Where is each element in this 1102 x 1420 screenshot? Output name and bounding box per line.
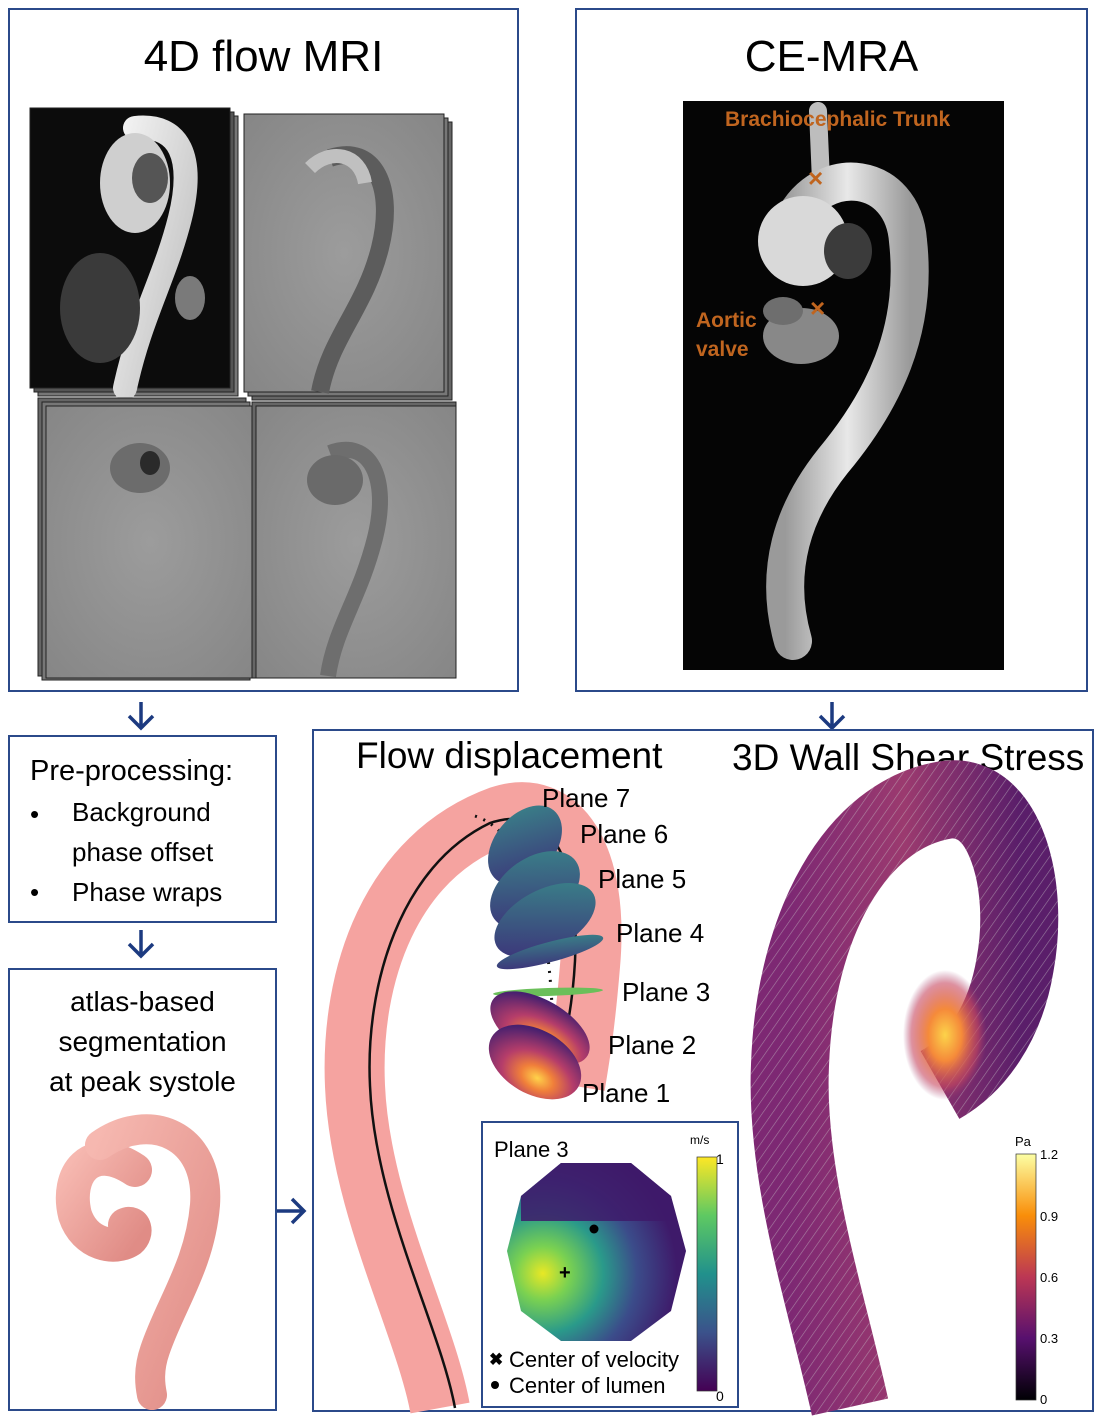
- legend-cross-icon: ✖: [489, 1350, 503, 1369]
- ce-mra-title: CE-MRA: [744, 32, 919, 81]
- wss-tick-1: 1.2: [1040, 1147, 1059, 1162]
- wss-tick-3: 0.6: [1040, 1270, 1059, 1285]
- valve-label-line2: valve: [696, 338, 749, 361]
- arrow-down-3: [127, 930, 155, 959]
- wss-tick-2: 0.9: [1040, 1209, 1059, 1224]
- aorta-centerline: [368, 817, 577, 1409]
- segmentation-line2: segmentation: [58, 1026, 227, 1057]
- valve-marker: ×: [810, 293, 825, 323]
- plane-1-label: Plane 1: [582, 1078, 671, 1108]
- plane-6-label: Plane 6: [580, 819, 669, 849]
- plane-4-disc: [496, 934, 604, 970]
- legend-velocity: Center of velocity: [509, 1347, 679, 1372]
- legend-dot-icon: [491, 1381, 499, 1389]
- bullet-1-line1: Background: [72, 797, 211, 827]
- plane-3-heatmap: + ✖: [489, 1156, 718, 1392]
- arrow-down-1: [127, 702, 155, 731]
- plane-1-disc: [488, 1024, 582, 1100]
- wss-colorbar: [1015, 1153, 1037, 1401]
- segmentation-line3: at peak systole: [49, 1066, 236, 1097]
- preprocessing-title: Pre-processing:: [30, 755, 234, 787]
- plane-stack: [488, 805, 604, 1100]
- arrow-right: [276, 1197, 307, 1225]
- valve-label-line1: Aortic: [696, 309, 757, 332]
- plane-4-label: Plane 4: [616, 918, 705, 948]
- segmentation-panel: atlas-based segmentation at peak systole: [8, 968, 277, 1411]
- trunk-label: Brachiocephalic Trunk: [725, 108, 951, 131]
- flow-displacement-title: Flow displacement: [356, 735, 663, 776]
- ce-mra-image: × ×: [683, 101, 1004, 670]
- lumen-center-marker: [589, 1224, 599, 1234]
- wss-aorta-model: [750, 760, 1059, 1416]
- inset-unit: m/s: [690, 1133, 710, 1147]
- plane-3-label: Plane 3: [622, 977, 711, 1007]
- bullet-1-line2: phase offset: [72, 837, 214, 867]
- segmented-aorta-model: [55, 1114, 221, 1410]
- velocity-colorbar: [696, 1156, 718, 1392]
- bullet-2: Phase wraps: [72, 877, 223, 907]
- plane-2-label: Plane 2: [608, 1030, 697, 1060]
- mri-image-stack: [29, 107, 457, 681]
- velocity-center-marker: +: [559, 1262, 571, 1284]
- wss-unit: Pa: [1015, 1134, 1031, 1149]
- plane-5-label: Plane 5: [598, 864, 687, 894]
- wss-tick-4: 0.3: [1040, 1331, 1059, 1346]
- wss-tick-5: 0: [1040, 1392, 1048, 1407]
- inset-title: Plane 3: [494, 1137, 569, 1162]
- flow-mri-title: 4D flow MRI: [143, 32, 384, 81]
- inset-scale-max: 1: [716, 1151, 724, 1167]
- bullet-dot-1: •: [30, 799, 40, 829]
- bullet-dot-2: •: [30, 877, 40, 907]
- wss-hotspot: [903, 970, 987, 1100]
- preprocessing-panel: Pre-processing: • Background phase offse…: [8, 735, 277, 923]
- trunk-marker: ×: [808, 163, 823, 193]
- plane-7-label: Plane 7: [542, 783, 631, 813]
- arrow-down-2: [818, 702, 846, 731]
- segmentation-line1: atlas-based: [70, 986, 215, 1017]
- inset-scale-min: 0: [716, 1388, 724, 1404]
- legend-lumen: Center of lumen: [509, 1373, 666, 1398]
